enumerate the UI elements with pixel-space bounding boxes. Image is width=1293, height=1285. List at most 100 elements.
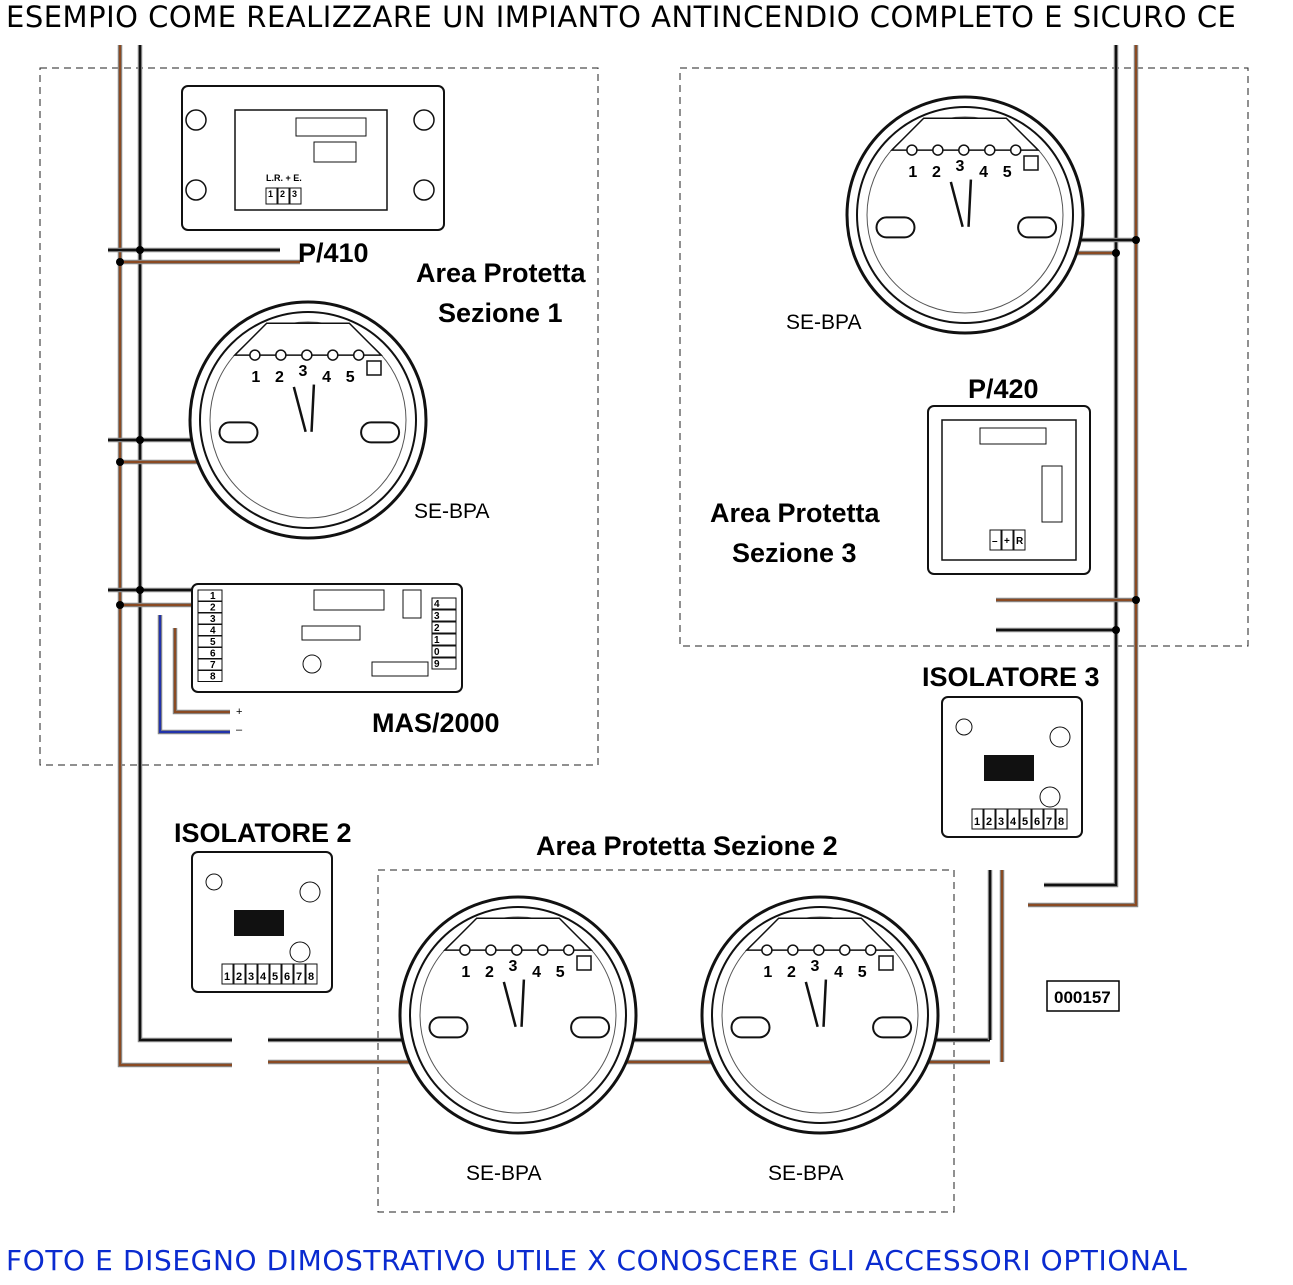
isolatore3-module-terminal-6: 6 bbox=[1034, 816, 1040, 828]
detector-sezione1-wires bbox=[292, 384, 316, 433]
isolatore3-module-terminal-box-5 bbox=[1019, 808, 1032, 830]
code-label: 000157 bbox=[1054, 988, 1111, 1007]
p420-label: P/420 bbox=[968, 374, 1039, 404]
isolatore2-module-terminal-box-5 bbox=[269, 963, 282, 985]
isolatore3-module-terminal-box-2 bbox=[983, 808, 996, 830]
mas-right-terminal-box-0 bbox=[431, 597, 457, 610]
junction-right-3 bbox=[1112, 626, 1120, 634]
junction-sebpa1-b bbox=[116, 458, 124, 466]
detector-sezione1-screw-3 bbox=[301, 349, 313, 361]
junction-sebpa1-a bbox=[136, 436, 144, 444]
p410-terminal-labels: L.R. + E. bbox=[266, 173, 302, 183]
mas-dip-switch bbox=[313, 589, 385, 611]
p410-mount-hole-2 bbox=[185, 179, 207, 201]
detector-sezione1-slot-left bbox=[218, 421, 259, 444]
p410-chip bbox=[313, 141, 357, 163]
isolatore3-module-part-b bbox=[1049, 726, 1071, 748]
junction-p410-a bbox=[136, 246, 144, 254]
detector-sezione1-screw-1 bbox=[249, 349, 261, 361]
detector-sezione2-left-screw-4 bbox=[537, 944, 549, 956]
detector-sezione3-screw-5 bbox=[1009, 144, 1022, 156]
isolatore3-module-terminal-box-8 bbox=[1055, 808, 1068, 830]
mas-power-brown bbox=[173, 628, 230, 714]
detector-sezione2-left-terminal-4: 4 bbox=[532, 964, 541, 981]
p420-module: –+R bbox=[927, 405, 1091, 575]
isolatore3-module-terminal-7: 7 bbox=[1046, 816, 1052, 828]
isolatore2-label: ISOLATORE 2 bbox=[174, 818, 352, 848]
isolatore3-module-chip bbox=[984, 755, 1034, 781]
mas-right-terminal-3: 1 bbox=[434, 635, 440, 646]
junction-right-0 bbox=[1132, 236, 1140, 244]
p420-terminal-box-1 bbox=[1001, 529, 1014, 551]
detector-sezione2-right-inner-ring bbox=[711, 906, 929, 1124]
mas-relay bbox=[402, 589, 422, 619]
mas-power-minus: – bbox=[236, 724, 243, 736]
area3-boundary bbox=[679, 67, 1249, 647]
detector-sezione3-inner-ring bbox=[856, 106, 1074, 324]
area3-label-line1: Area Protetta bbox=[710, 498, 881, 528]
isolatore3-module-terminal-box-7 bbox=[1043, 808, 1056, 830]
detector-sezione2-right-base-ring bbox=[721, 916, 919, 1114]
isolatore2-module-terminal-box-8 bbox=[305, 963, 318, 985]
isolatore3-label: ISOLATORE 3 bbox=[922, 662, 1100, 692]
isolatore3-module-terminal-4: 4 bbox=[1010, 816, 1017, 828]
isolatore2-module-part-a bbox=[205, 873, 223, 891]
detector-sezione1-terminal-5: 5 bbox=[346, 369, 355, 386]
detector-sezione2-right-screw-4 bbox=[839, 944, 851, 956]
detector-sezione2-left-base-ring bbox=[419, 916, 617, 1114]
detector-sezione1-inner-ring bbox=[199, 311, 417, 529]
mas-right-terminal-box-4 bbox=[431, 645, 457, 658]
right-bus-black bbox=[1044, 45, 1118, 887]
p420-terminal-box-0 bbox=[989, 529, 1002, 551]
mas-right-terminal-box-1 bbox=[431, 609, 457, 622]
detector-sezione1-led bbox=[366, 360, 382, 376]
p410-terminal-1: 1 bbox=[268, 189, 273, 199]
mas-left-terminal-6: 6 bbox=[210, 649, 216, 660]
p410-terminal-box-2 bbox=[277, 187, 290, 205]
area1-boundary bbox=[39, 67, 599, 766]
isolatore2-module-terminal-5: 5 bbox=[272, 971, 278, 983]
p410-terminal-box-1 bbox=[265, 187, 278, 205]
mas-left-terminal-8: 8 bbox=[210, 672, 216, 683]
p410-mount-hole-3 bbox=[413, 179, 435, 201]
sebpa-label-1: SE-BPA bbox=[414, 500, 489, 523]
detector-sezione2-left-terminal-1: 1 bbox=[461, 964, 470, 981]
sebpa-label-bottom-left: SE-BPA bbox=[466, 1162, 541, 1185]
detector-sezione2-left-terminal-3: 3 bbox=[509, 958, 518, 975]
mas2000-label: MAS/2000 bbox=[372, 708, 500, 738]
isolatore2-module-terminal-1: 1 bbox=[224, 971, 230, 983]
detector-sezione2-right-terminal-2: 2 bbox=[787, 964, 796, 981]
detector-sezione3-terminal-2: 2 bbox=[932, 164, 941, 181]
isolatore2-module-terminal-box-6 bbox=[281, 963, 294, 985]
detector-sezione3-led bbox=[1023, 155, 1039, 171]
mas-left-terminal-1: 1 bbox=[210, 591, 216, 602]
detector-sezione1-base-ring bbox=[209, 321, 407, 519]
mas-left-terminal-7: 7 bbox=[210, 660, 216, 671]
detector-sezione2-right-screw-5 bbox=[864, 944, 877, 956]
detector-sezione2-right-terminal-3: 3 bbox=[811, 958, 820, 975]
junction-right-2 bbox=[1132, 596, 1140, 604]
detector-sezione2-left-terminal-5: 5 bbox=[556, 964, 565, 981]
p420-terminal-2: R bbox=[1016, 536, 1024, 547]
mas-power-blue bbox=[158, 615, 230, 734]
mas-power-plus: + bbox=[236, 706, 242, 718]
isolatore3-module-terminal-box-3 bbox=[995, 808, 1008, 830]
p410-label: P/410 bbox=[298, 238, 369, 268]
isolatore3-module-terminal-box-1 bbox=[971, 808, 984, 830]
isolatore2-module-terminal-box-3 bbox=[245, 963, 258, 985]
isolatore2-module-terminal-box-7 bbox=[293, 963, 306, 985]
isolatore2-module-chip bbox=[234, 910, 284, 936]
isolatore2-module-terminal-3: 3 bbox=[248, 971, 254, 983]
detector-sezione2-right-wires bbox=[804, 979, 828, 1028]
p410-mount-hole-1 bbox=[413, 109, 435, 131]
detector-sezione1-terminal-3: 3 bbox=[299, 363, 308, 380]
detector-sezione3-terminal-3: 3 bbox=[956, 158, 965, 175]
detector-sezione2-right-screw-2 bbox=[787, 944, 799, 956]
p420-chip bbox=[1041, 465, 1063, 523]
mas-left-terminal-4: 4 bbox=[210, 626, 216, 637]
isolatore3-module-part-a bbox=[955, 718, 973, 736]
